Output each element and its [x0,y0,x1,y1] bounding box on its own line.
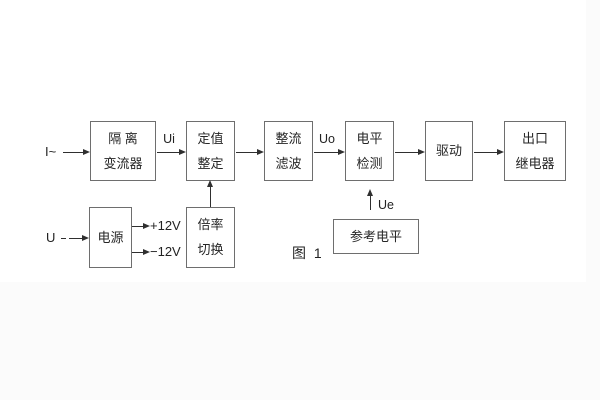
block-level-detect: 电平 检测 [345,121,394,181]
block-reference-level-label: 参考电平 [349,228,402,244]
block-ratio-switch-line1: 倍率 [197,217,224,232]
arrow-input-current-icon [63,148,90,155]
block-ratio-switch-line2: 切换 [197,242,224,257]
arrow-minus-12v-icon [132,248,150,255]
block-setpoint: 定值 整定 [186,121,235,181]
label-input-voltage: U [46,230,56,245]
arrow-setpoint-to-rectify-icon [236,148,264,155]
arrow-input-voltage-icon [69,234,89,241]
block-ratio-switch: 倍率 切换 [186,207,235,268]
arrow-rectify-to-level-icon [314,148,345,155]
arrow-isolation-to-setpoint-icon [157,148,186,155]
label-uo: Uo [319,132,335,146]
block-rectify-filter-line1: 整流 [275,130,302,146]
block-setpoint-line1: 定值 [197,130,224,146]
label-ue: Ue [378,198,394,212]
block-reference-level: 参考电平 [333,219,419,254]
block-power-supply-label: 电源 [97,229,124,245]
block-output-relay-line1: 出口 [521,130,548,146]
block-isolation-ct: 隔 离 变流器 [90,121,156,181]
block-isolation-ct-line1: 隔 离 [108,130,138,146]
block-power-supply: 电源 [89,207,132,268]
label-minus-12v: −12V [150,244,181,259]
figure-caption: 图 1 [292,245,324,261]
arrow-reference-ue-icon [366,189,373,210]
block-level-detect-line2: 检测 [356,155,383,171]
block-output-relay-line2: 继电器 [515,155,555,171]
arrow-drive-to-relay-icon [474,148,504,155]
label-ui: Ui [163,132,175,146]
block-level-detect-line1: 电平 [356,130,383,146]
dash-input-voltage-icon [61,238,66,239]
block-drive: 驱动 [425,121,473,181]
label-plus-12v: +12V [150,218,181,233]
block-isolation-ct-line2: 变流器 [103,155,143,171]
block-rectify-filter-line2: 滤波 [275,155,302,171]
block-output-relay: 出口 继电器 [504,121,566,181]
block-rectify-filter: 整流 滤波 [264,121,313,181]
arrow-level-to-drive-icon [395,148,425,155]
arrow-ratio-to-setpoint-icon [206,180,213,207]
arrow-plus-12v-icon [132,222,150,229]
label-input-current: I~ [45,144,57,159]
block-drive-label: 驱动 [435,143,462,158]
block-setpoint-line2: 整定 [197,155,224,171]
